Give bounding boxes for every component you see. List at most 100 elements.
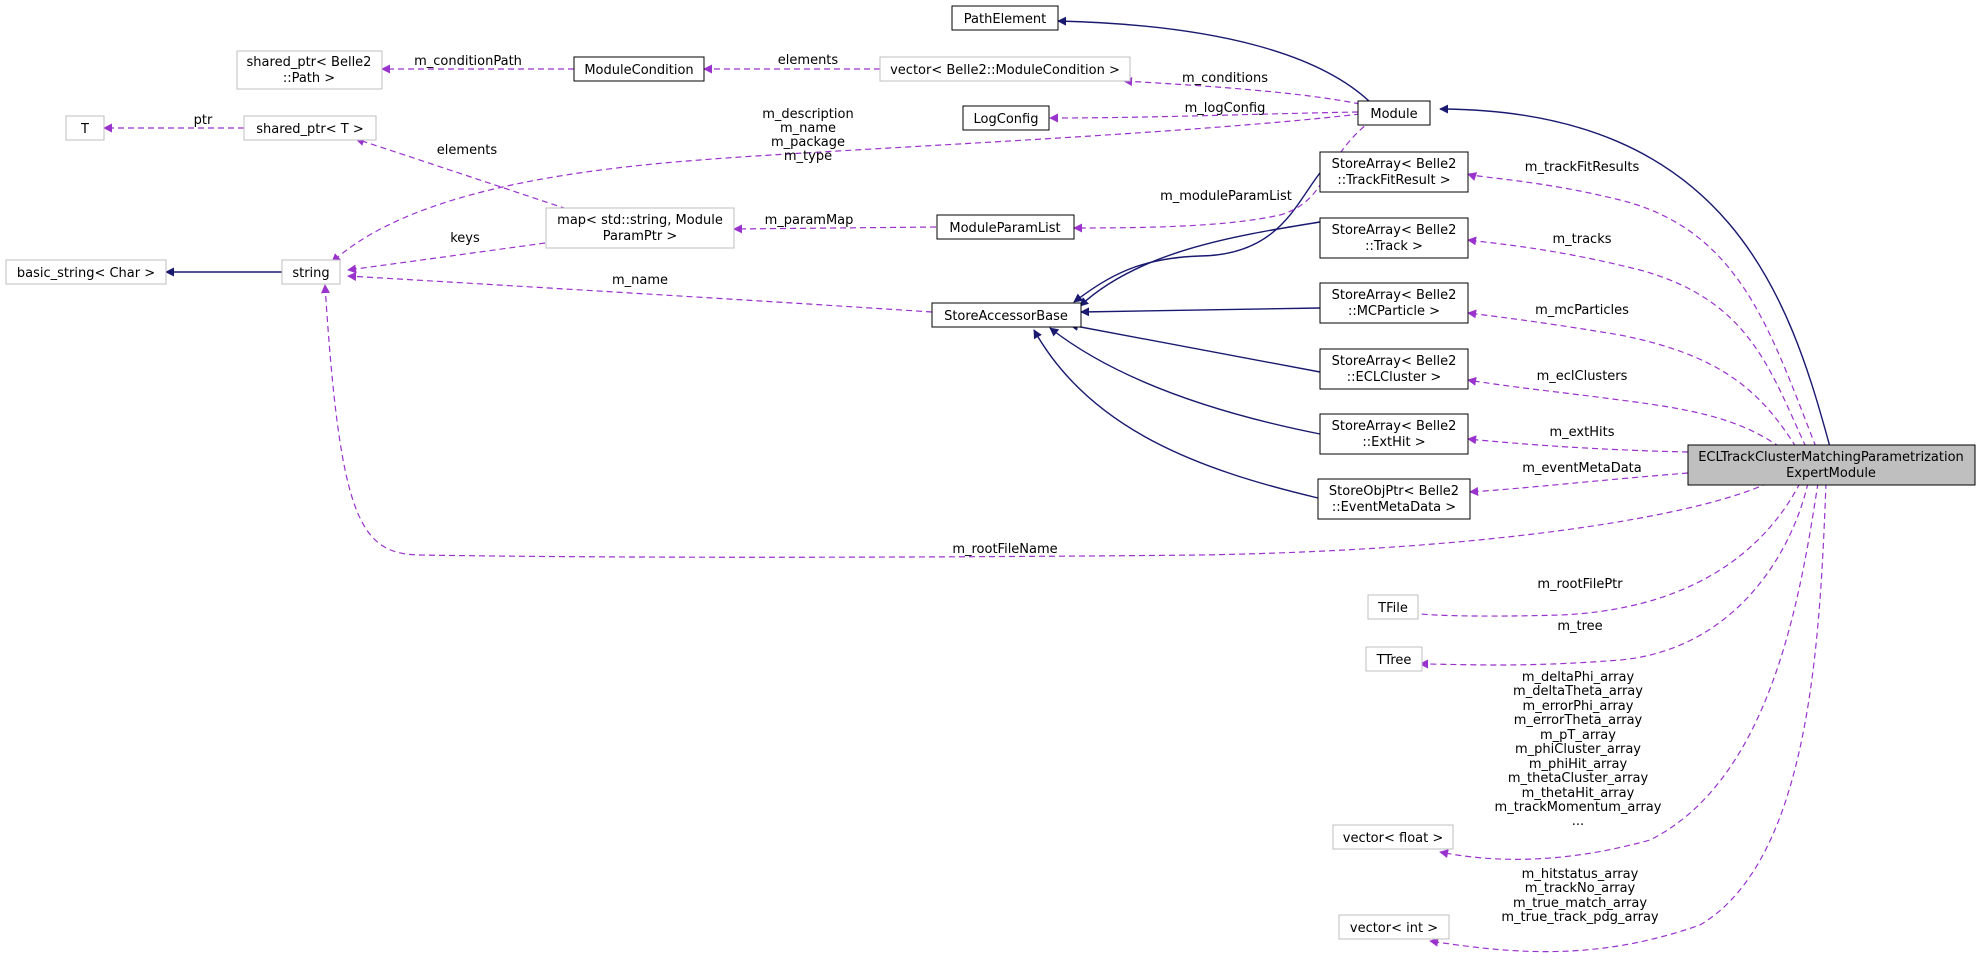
node-string[interactable]: string [281,259,341,285]
label-int-arrays-0: m_hitstatus_array [1522,867,1639,882]
edge-focus-to-sa-track [1467,236,1807,448]
node-basic-string-line-0: basic_string< Char > [17,266,155,281]
label-float-arrays-0: m_deltaPhi_array [1522,670,1635,685]
usage-edges [103,64,1827,953]
node-sop-event-meta-data-line-1: ::EventMetaData > [1332,500,1456,515]
label-float-arrays-1: m_deltaTheta_array [1513,684,1643,699]
edge-focus-to-ttree [1419,482,1809,669]
edge-focus-to-sa-ecl [1467,376,1781,448]
node-path-element[interactable]: PathElement [951,5,1059,31]
label-m-root-file-name: m_rootFileName [952,542,1057,557]
node-vector-int-line-0: vector< int > [1350,921,1438,936]
edge-focus-to-tfile [1409,482,1801,618]
label-m-root-file-ptr: m_rootFilePtr [1537,577,1623,592]
node-tfile[interactable]: TFile [1367,594,1419,620]
node-map-param[interactable]: map< std::string, Module ParamPtr > [545,207,735,249]
edge-sa-mcparticle-to-accessor [1080,307,1321,317]
label-m-condition-path: m_conditionPath [414,54,522,69]
label-string-members-0: m_description [762,107,853,122]
node-map-param-line-1: ParamPtr > [603,229,678,244]
node-ttree-line-0: TTree [1376,653,1412,668]
label-string-members-3: m_type [784,149,832,164]
node-vector-float[interactable]: vector< float > [1332,824,1454,850]
node-sa-track-fit-result-line-0: StoreArray< Belle2 [1332,157,1457,172]
edge-accessor-to-string [347,271,933,313]
node-t-line-0: T [80,122,89,137]
edge-focus-to-sa-trackfit [1467,172,1817,448]
label-string-members-1: m_name [780,121,836,136]
node-vector-int[interactable]: vector< int > [1338,914,1450,940]
label-float-arrays-2: m_errorPhi_array [1523,699,1634,714]
label-elements-map: elements [437,143,498,158]
edge-sa-track-to-accessor [1079,221,1321,307]
label-elements-condition: elements [778,53,839,68]
edge-focus-to-sa-mcparticle [1467,309,1797,448]
node-shared-ptr-path[interactable]: shared_ptr< Belle2 ::Path > [236,50,383,90]
edge-module-to-logconfig [1049,111,1359,123]
edge-sa-ecl-to-accessor [1069,322,1321,373]
node-sa-track-line-1: ::Track > [1365,239,1423,254]
node-sa-mc-particle-line-0: StoreArray< Belle2 [1332,288,1457,303]
node-sop-event-meta-data[interactable]: StoreObjPtr< Belle2 ::EventMetaData > [1317,478,1471,520]
node-sa-ecl-cluster[interactable]: StoreArray< Belle2 ::ECLCluster > [1319,348,1469,390]
node-log-config[interactable]: LogConfig [962,105,1050,131]
label-m-track-fit-results: m_trackFitResults [1525,160,1640,175]
node-shared-ptr-t-line-0: shared_ptr< T > [256,122,363,137]
node-sa-mc-particle[interactable]: StoreArray< Belle2 ::MCParticle > [1319,282,1469,324]
node-store-accessor-base[interactable]: StoreAccessorBase [931,302,1082,328]
node-map-param-line-0: map< std::string, Module [557,213,723,228]
node-module[interactable]: Module [1357,100,1431,126]
label-m-module-param-list: m_moduleParamList [1160,189,1292,204]
label-ptr: ptr [194,113,213,128]
node-shared-ptr-path-line-0: shared_ptr< Belle2 [247,55,372,70]
node-shared-ptr-t[interactable]: shared_ptr< T > [243,115,377,141]
edge-focus-to-vector-float [1439,482,1819,860]
label-int-arrays-2: m_true_match_array [1513,896,1647,911]
label-m-tree: m_tree [1557,619,1602,634]
node-ttree[interactable]: TTree [1365,646,1423,672]
node-vector-float-line-0: vector< float > [1343,831,1444,846]
label-float-arrays-10: ... [1572,814,1584,829]
label-float-arrays-3: m_errorTheta_array [1514,713,1643,728]
label-keys: keys [450,231,480,246]
label-float-arrays-8: m_thetaHit_array [1522,786,1635,801]
node-path-element-line-0: PathElement [964,12,1046,27]
label-int-arrays-3: m_true_track_pdg_array [1501,910,1659,925]
label-float-arrays-9: m_trackMomentum_array [1495,800,1662,815]
edge-module-to-vector-cond [1123,76,1361,105]
label-m-param-map: m_paramMap [765,213,854,228]
node-sa-ecl-cluster-line-0: StoreArray< Belle2 [1332,354,1457,369]
node-focus-module[interactable]: ECLTrackClusterMatchingParametrization E… [1687,444,1976,486]
edge-module-to-pathelement [1057,16,1371,103]
node-sa-ext-hit-line-1: ::ExtHit > [1362,435,1425,450]
node-sa-ext-hit[interactable]: StoreArray< Belle2 ::ExtHit > [1319,413,1469,455]
node-shared-ptr-path-line-1: ::Path > [283,71,335,86]
label-m-event-meta-data: m_eventMetaData [1522,461,1642,476]
edge-focus-to-string-rootfilename [321,284,1769,558]
node-sa-ecl-cluster-line-1: ::ECLCluster > [1347,370,1441,385]
edge-map-to-sharedptr-t [355,137,577,213]
node-tfile-line-0: TFile [1377,601,1408,616]
edge-focus-to-sop [1469,472,1689,496]
inheritance-edges [165,16,1831,499]
edge-focus-to-vector-int [1429,482,1827,953]
node-sa-track-fit-result[interactable]: StoreArray< Belle2 ::TrackFitResult > [1319,151,1469,193]
node-sa-mc-particle-line-1: ::MCParticle > [1348,304,1440,319]
node-module-condition-line-0: ModuleCondition [584,63,693,78]
label-m-ecl-clusters: m_eclClusters [1537,369,1628,384]
label-m-name-accessor: m_name [612,273,668,288]
label-m-tracks: m_tracks [1552,232,1611,247]
label-m-conditions: m_conditions [1182,71,1268,86]
node-t[interactable]: T [65,115,105,141]
edge-sa-exthit-to-accessor [1049,327,1321,435]
node-module-param-list[interactable]: ModuleParamList [936,214,1075,240]
node-basic-string[interactable]: basic_string< Char > [5,259,167,285]
node-focus-module-line-1: ExpertModule [1786,466,1876,481]
node-module-condition[interactable]: ModuleCondition [573,56,705,82]
label-m-mc-particles: m_mcParticles [1535,303,1629,318]
node-sa-track[interactable]: StoreArray< Belle2 ::Track > [1319,217,1469,259]
node-vector-module-condition[interactable]: vector< Belle2::ModuleCondition > [879,56,1131,82]
node-log-config-line-0: LogConfig [974,112,1039,127]
label-float-arrays-5: m_phiCluster_array [1515,742,1641,757]
